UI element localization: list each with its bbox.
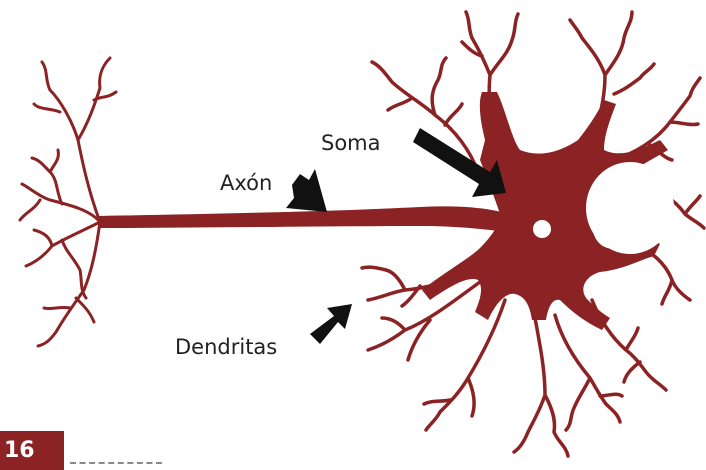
soma-opening-right [586,162,674,254]
neuron-illustration [20,12,704,456]
page-number-badge: 16 [0,431,64,470]
dendrites-label: Dendritas [175,337,277,358]
page-dashed-rule [70,462,162,464]
soma-label: Soma [321,133,381,154]
nucleus-hole [533,220,551,238]
axon-trunk [98,206,508,232]
axon-arrow-icon [286,169,327,212]
page-number: 16 [4,438,35,463]
dendrites-arrow-icon [310,304,352,344]
axon-label: Axón [220,173,272,194]
